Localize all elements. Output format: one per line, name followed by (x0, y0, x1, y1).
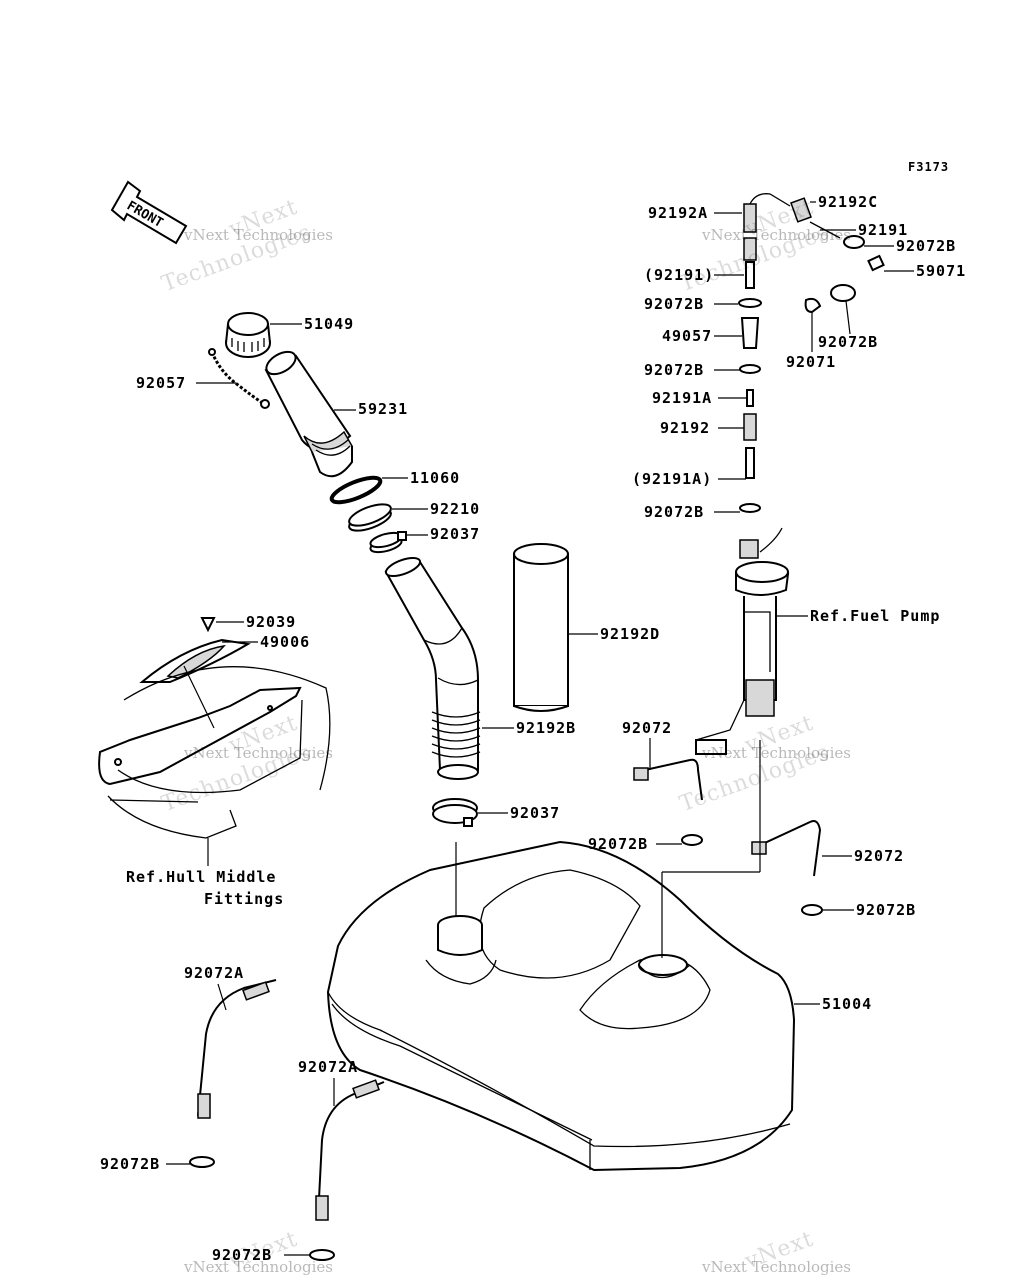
watermark-text: vNext Technologies (702, 744, 852, 762)
filler-hose-part (384, 556, 481, 780)
callout-label: 49006 (260, 633, 311, 651)
callout-label: (92191) (644, 266, 715, 284)
hose-clamp-large-part (432, 798, 478, 827)
callout-label: 92210 (430, 500, 481, 518)
callout-label: 92192C (818, 193, 879, 211)
watermark-text: vNext Technologies (184, 226, 334, 244)
callout-label: 92072 (854, 847, 905, 865)
callout-label: (92191A) (632, 470, 713, 488)
callout-label: 92072B (588, 835, 649, 853)
callout-label: 92072B (100, 1155, 161, 1173)
callout-label: 11060 (410, 469, 461, 487)
fuel-line-parts (738, 193, 885, 513)
fuel-cap-part (225, 312, 271, 358)
callout-label: 92037 (510, 804, 561, 822)
callout-label: 92191 (858, 221, 909, 239)
o-ring-part (329, 475, 383, 505)
callout-label: 51004 (822, 995, 873, 1013)
strap-part (633, 758, 823, 916)
callout-label: 92072B (818, 333, 879, 351)
callout-label: 92072B (644, 361, 705, 379)
retainer-nut-part (348, 503, 392, 532)
callout-label: 92071 (786, 353, 837, 371)
callout-label: 92072A (298, 1058, 359, 1076)
callout-label: 92192A (648, 204, 709, 222)
hose-clamp-part (369, 531, 407, 554)
fuel-pump-part (695, 527, 790, 755)
callout-label: 92072B (896, 237, 957, 255)
protector-tube-part (513, 543, 569, 712)
watermark-text: vNext Technologies (184, 744, 334, 762)
callout-label: 92037 (430, 525, 481, 543)
cover-clip-part (139, 617, 251, 683)
callout-label: 92039 (246, 613, 297, 631)
strap-a-part (189, 979, 385, 1261)
callout-label: 92192B (516, 719, 577, 737)
callout-label: 92192D (600, 625, 661, 643)
watermark-text: vNext Technologies (184, 1258, 334, 1276)
ref-fuel-pump-label: Ref.Fuel Pump (810, 607, 941, 625)
tether-cord-part (208, 348, 270, 409)
callout-leaders (166, 201, 914, 1256)
callout-label: 92192 (660, 419, 711, 437)
callout-label: 49057 (662, 327, 713, 345)
front-arrow-icon: FRONT (110, 180, 188, 245)
fuel-tank-part (326, 840, 796, 1172)
callout-label: 92072 (622, 719, 673, 737)
figure-code: F3173 (908, 160, 950, 174)
callout-label: 92072B (856, 901, 917, 919)
hull-middle-fittings-part (98, 666, 331, 839)
callout-label: 51049 (304, 315, 355, 333)
callout-label: 92057 (136, 374, 187, 392)
ref-hull-label: Ref.Hull Middle (126, 868, 277, 886)
watermark-text: vNext Technologies (702, 1258, 852, 1276)
filler-neck-part (264, 350, 353, 478)
callout-label: 92072B (644, 503, 705, 521)
callout-label: 92191A (652, 389, 713, 407)
callout-label: 92072B (212, 1246, 273, 1264)
callout-label: 92072A (184, 964, 245, 982)
watermark-text: vNext Technologies (702, 226, 852, 244)
callout-label: 59231 (358, 400, 409, 418)
callout-label: 59071 (916, 262, 967, 280)
ref-hull-label: Fittings (204, 890, 285, 908)
callout-label: 92072B (644, 295, 705, 313)
